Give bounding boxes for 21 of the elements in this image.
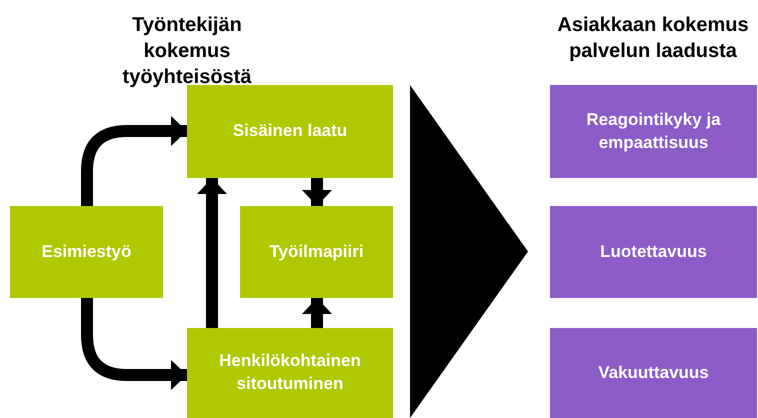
arrow	[197, 178, 227, 328]
triangle-shape	[410, 85, 528, 418]
quality-box	[550, 328, 757, 418]
arrow	[81, 116, 187, 206]
box-label: Työilmapiiri	[269, 240, 364, 263]
box-label: Vakuuttavuus	[598, 362, 709, 384]
box-label: Luotettavuus	[600, 240, 707, 263]
arrow	[302, 298, 332, 328]
process-box	[240, 206, 393, 298]
process-box	[187, 328, 393, 418]
arrow	[81, 298, 187, 390]
box-label: Henkilökohtainen sitoutuminen	[218, 350, 362, 395]
quality-box	[550, 85, 757, 178]
arrow	[302, 178, 332, 206]
section-heading: Työntekijän kokemus työyhteisöstä	[122, 13, 252, 90]
box-label: Esimiestyö	[42, 240, 132, 263]
quality-box	[550, 206, 757, 298]
box-label: Sisäinen laatu	[232, 120, 348, 142]
process-box	[10, 206, 163, 298]
section-heading: Asiakkaan kokemus palvelun laadusta	[556, 13, 750, 64]
box-label: Reagointikyky ja empaattisuus	[585, 108, 722, 154]
